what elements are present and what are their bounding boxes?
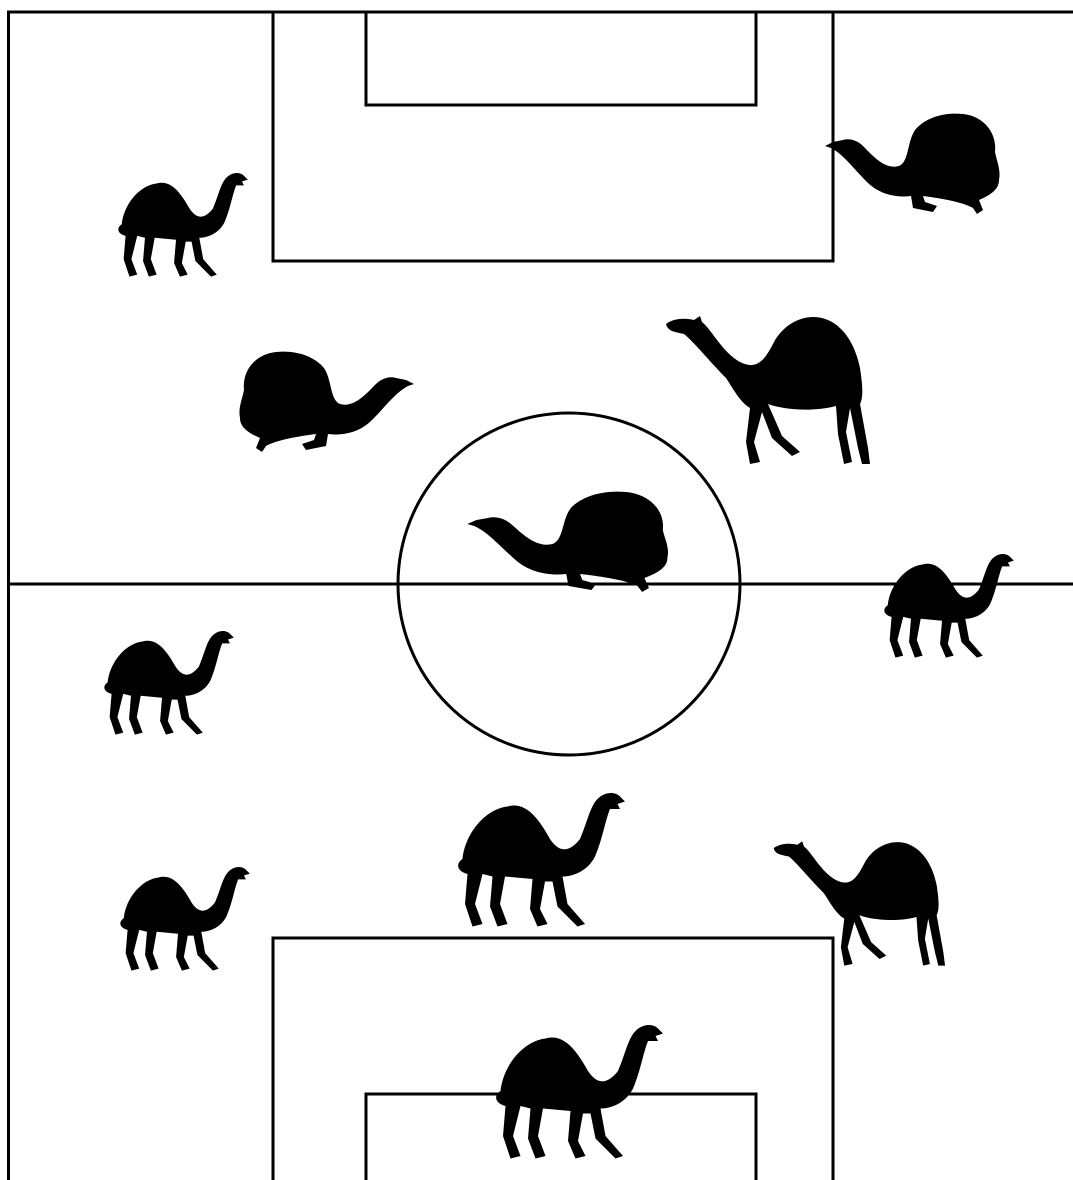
- camel-walking-2: [774, 841, 945, 965]
- camel-kneeling-2: [239, 352, 414, 452]
- camel-standing-1: [118, 173, 247, 277]
- camel-standing-4: [458, 793, 625, 926]
- camel-walking-1: [666, 316, 870, 464]
- camel-standing-6: [496, 1025, 663, 1158]
- top-goal-area: [366, 12, 756, 105]
- top-penalty-area: [273, 12, 833, 261]
- players-layer: [104, 114, 1013, 1159]
- camel-kneeling-1: [825, 114, 1000, 214]
- camel-standing-5: [120, 867, 249, 971]
- camel-kneeling-center: [467, 492, 668, 592]
- camel-standing-2: [884, 554, 1013, 658]
- camel-standing-3: [104, 631, 233, 735]
